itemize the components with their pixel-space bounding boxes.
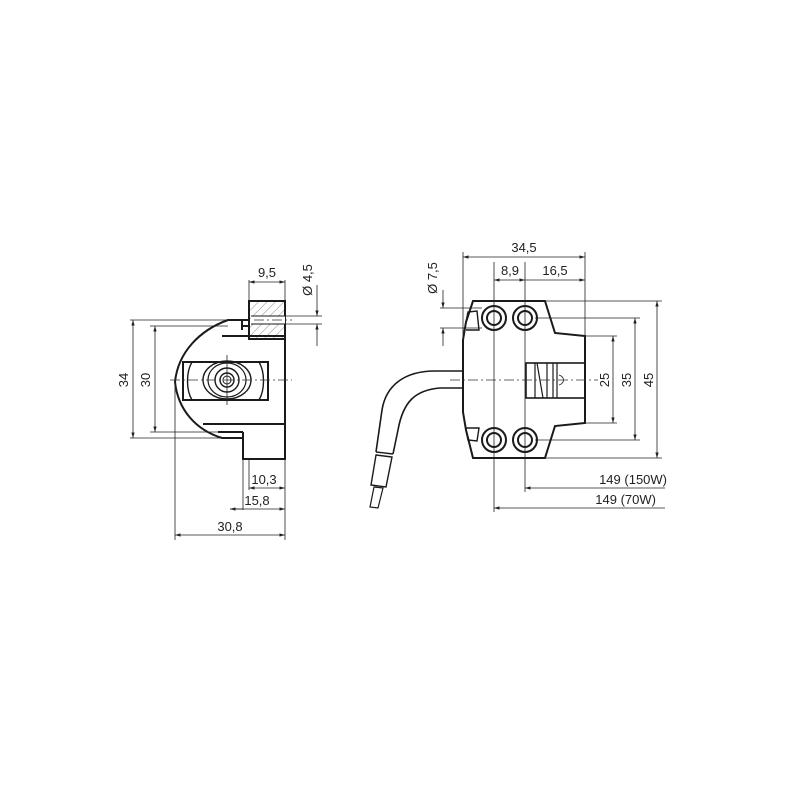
front-view: 34,5 8,9 16,5 Ø 7,5 25 35 45 149 (150W) … xyxy=(369,240,667,512)
cable xyxy=(369,370,463,509)
dim-cable-70w: 149 (70W) xyxy=(595,492,656,507)
dim-mid-width: 15,8 xyxy=(244,493,269,508)
dim-inner-height: 30 xyxy=(138,373,153,387)
dim-hole-spacing: 35 xyxy=(619,373,634,387)
dim-tube-length: 9,5 xyxy=(258,265,276,280)
top-terminal-holes xyxy=(481,305,538,331)
dim-outer-height: 34 xyxy=(116,373,131,387)
dim-hole-offset: 16,5 xyxy=(542,263,567,278)
dim-tube-diameter: Ø 4,5 xyxy=(300,264,315,296)
dim-total-height: 45 xyxy=(641,373,656,387)
dim-body-height: 25 xyxy=(597,373,612,387)
dim-hole-pitch: 8,9 xyxy=(501,263,519,278)
front-contact-slot xyxy=(525,362,586,399)
side-view: 9,5 Ø 4,5 34 30 10,3 15,8 30,8 xyxy=(116,264,322,540)
bottom-terminal-holes xyxy=(481,427,538,453)
dim-total-width: 30,8 xyxy=(217,519,242,534)
dim-hole-diameter: Ø 7,5 xyxy=(425,262,440,294)
dim-cable-150w: 149 (150W) xyxy=(599,472,667,487)
dim-front-total-width: 34,5 xyxy=(511,240,536,255)
side-contact-block xyxy=(182,360,269,401)
dim-step-width: 10,3 xyxy=(251,472,276,487)
